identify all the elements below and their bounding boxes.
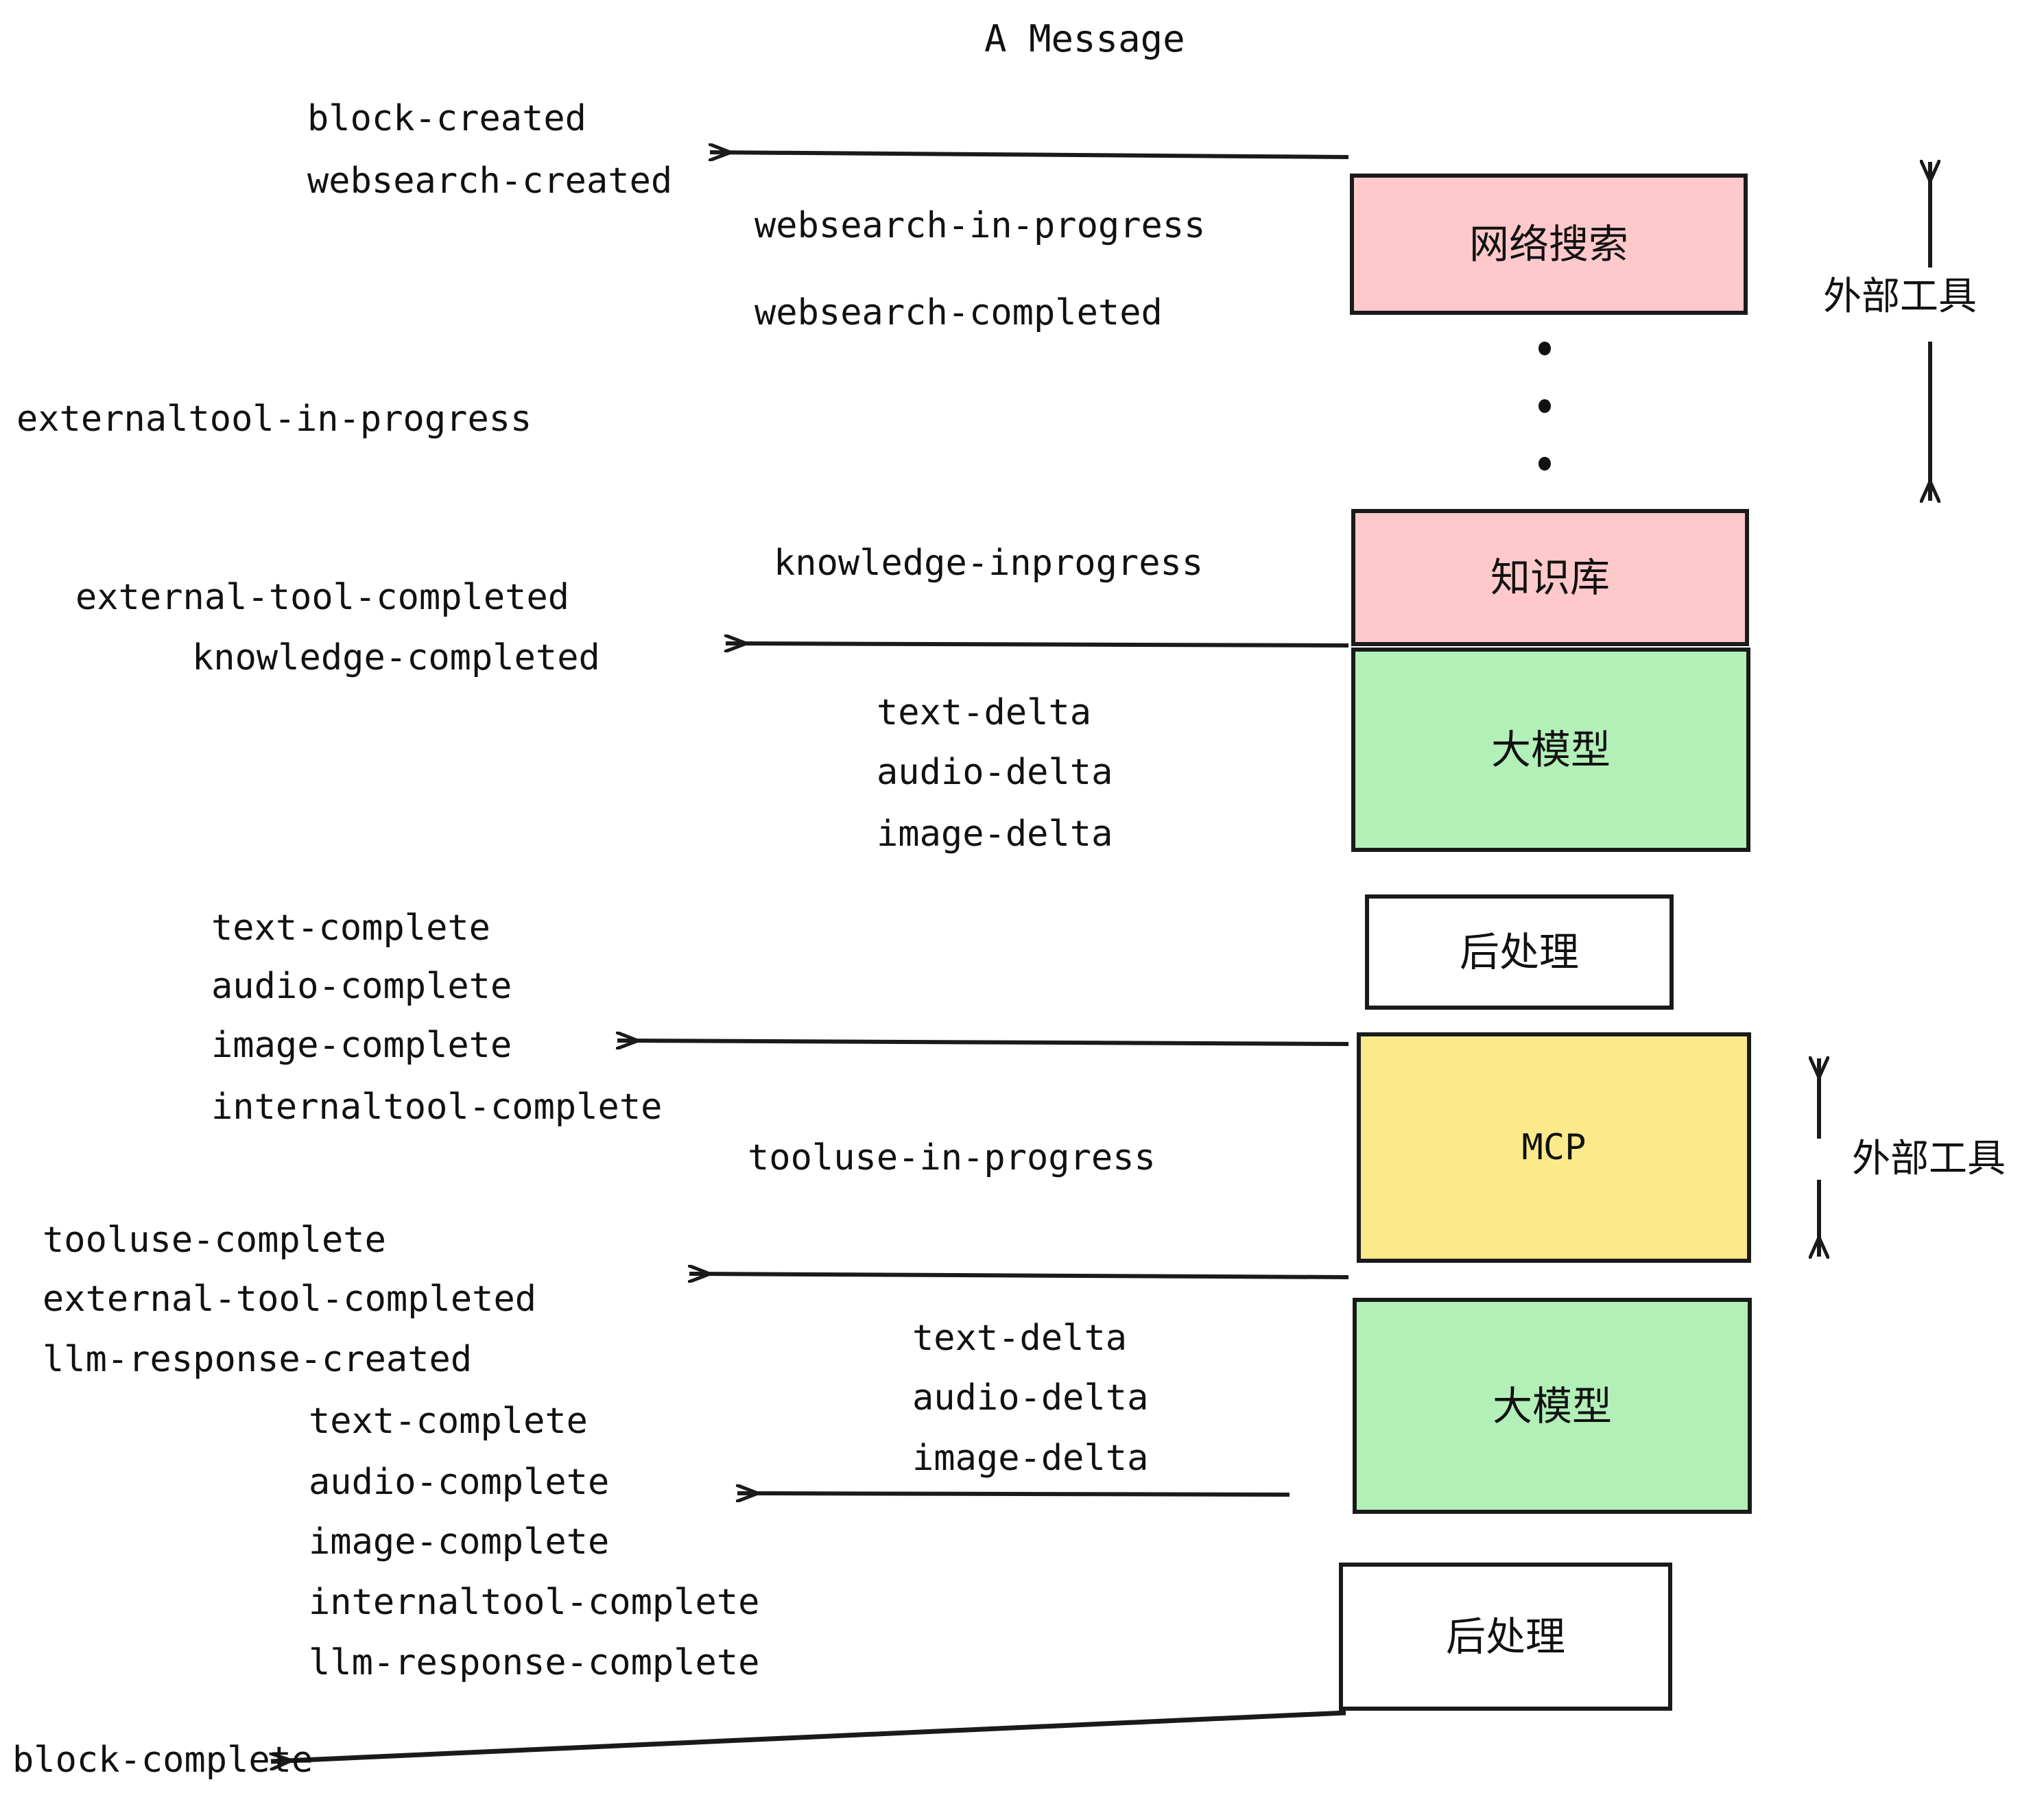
- node-postprocess-1-label: 后处理: [1459, 929, 1579, 975]
- event-label-block-complete: block-complete: [12, 1740, 313, 1781]
- diagram-title: A Message: [984, 17, 1185, 60]
- side-label-external-tool-bottom: 外部工具: [1852, 1137, 2006, 1181]
- node-knowledge-label: 知识库: [1490, 554, 1610, 601]
- node-postprocess-1[interactable]: 后处理: [1365, 894, 1674, 1010]
- event-label-tooluse-complete: tooluse-complete: [43, 1220, 386, 1261]
- arrow-llm1-to-image-complete: [617, 1041, 1349, 1044]
- event-label-text-complete-2: text-complete: [309, 1401, 588, 1442]
- event-label-websearch-created: websearch-created: [307, 161, 673, 202]
- node-postprocess-2[interactable]: 后处理: [1339, 1563, 1672, 1711]
- arrow-postprocess2-to-block-complete: [271, 1710, 1346, 1761]
- ellipsis-vertical: [1536, 342, 1553, 471]
- event-label-audio-complete-2: audio-complete: [309, 1462, 610, 1503]
- side-label-external-tool-top: 外部工具: [1823, 274, 1977, 319]
- node-postprocess-2-label: 后处理: [1445, 1613, 1565, 1660]
- event-label-image-complete-2: image-complete: [309, 1521, 610, 1563]
- arrow-llm2-to-audio-complete: [737, 1493, 1290, 1495]
- ellipsis-dot-1: [1538, 342, 1551, 355]
- event-label-audio-delta-1: audio-delta: [877, 752, 1113, 793]
- event-label-knowledge-inprogress: knowledge-inprogress: [774, 543, 1204, 584]
- node-mcp-label: MCP: [1521, 1127, 1587, 1168]
- event-label-text-delta-1: text-delta: [877, 692, 1092, 733]
- arrow-mcp-to-tooluse-complete: [689, 1274, 1349, 1277]
- event-label-block-created: block-created: [307, 98, 586, 139]
- event-label-llm-response-complete: llm-response-complete: [309, 1642, 760, 1683]
- event-label-knowledge-completed: knowledge-completed: [192, 637, 600, 678]
- arrow-knowledge-to-knowledge-completed: [726, 643, 1349, 645]
- node-llm-1[interactable]: 大模型: [1351, 648, 1750, 852]
- ellipsis-dot-3: [1538, 457, 1551, 471]
- event-label-audio-delta-2: audio-delta: [912, 1377, 1149, 1419]
- event-label-external-tool-completed-1: external-tool-completed: [75, 577, 570, 618]
- node-llm-1-label: 大模型: [1490, 726, 1611, 773]
- event-label-image-complete-1: image-complete: [211, 1025, 512, 1066]
- event-label-image-delta-1: image-delta: [877, 814, 1113, 855]
- event-label-external-tool-completed-2: external-tool-completed: [43, 1279, 537, 1320]
- event-label-text-delta-2: text-delta: [912, 1318, 1128, 1359]
- node-llm-2-label: 大模型: [1492, 1382, 1612, 1429]
- ellipsis-dot-2: [1538, 399, 1551, 413]
- node-websearch-label: 网络搜索: [1469, 221, 1628, 268]
- event-label-llm-response-created: llm-response-created: [43, 1339, 473, 1380]
- node-knowledge[interactable]: 知识库: [1351, 509, 1749, 646]
- node-websearch[interactable]: 网络搜索: [1350, 174, 1748, 315]
- event-label-internaltool-complete-2: internaltool-complete: [309, 1582, 760, 1623]
- event-label-tooluse-in-progress: tooluse-in-progress: [748, 1137, 1156, 1178]
- node-llm-2[interactable]: 大模型: [1353, 1298, 1752, 1514]
- event-label-websearch-completed: websearch-completed: [754, 292, 1163, 333]
- event-label-audio-complete-1: audio-complete: [211, 966, 512, 1007]
- event-label-image-delta-2: image-delta: [912, 1438, 1149, 1479]
- node-mcp[interactable]: MCP: [1357, 1032, 1751, 1263]
- event-label-internaltool-complete-1: internaltool-complete: [211, 1087, 663, 1128]
- event-label-text-complete-1: text-complete: [211, 907, 490, 949]
- event-label-websearch-in-progress: websearch-in-progress: [754, 205, 1206, 246]
- arrow-websearch-to-block-created: [710, 152, 1349, 157]
- event-label-externaltool-in-progress: externaltool-in-progress: [16, 399, 532, 440]
